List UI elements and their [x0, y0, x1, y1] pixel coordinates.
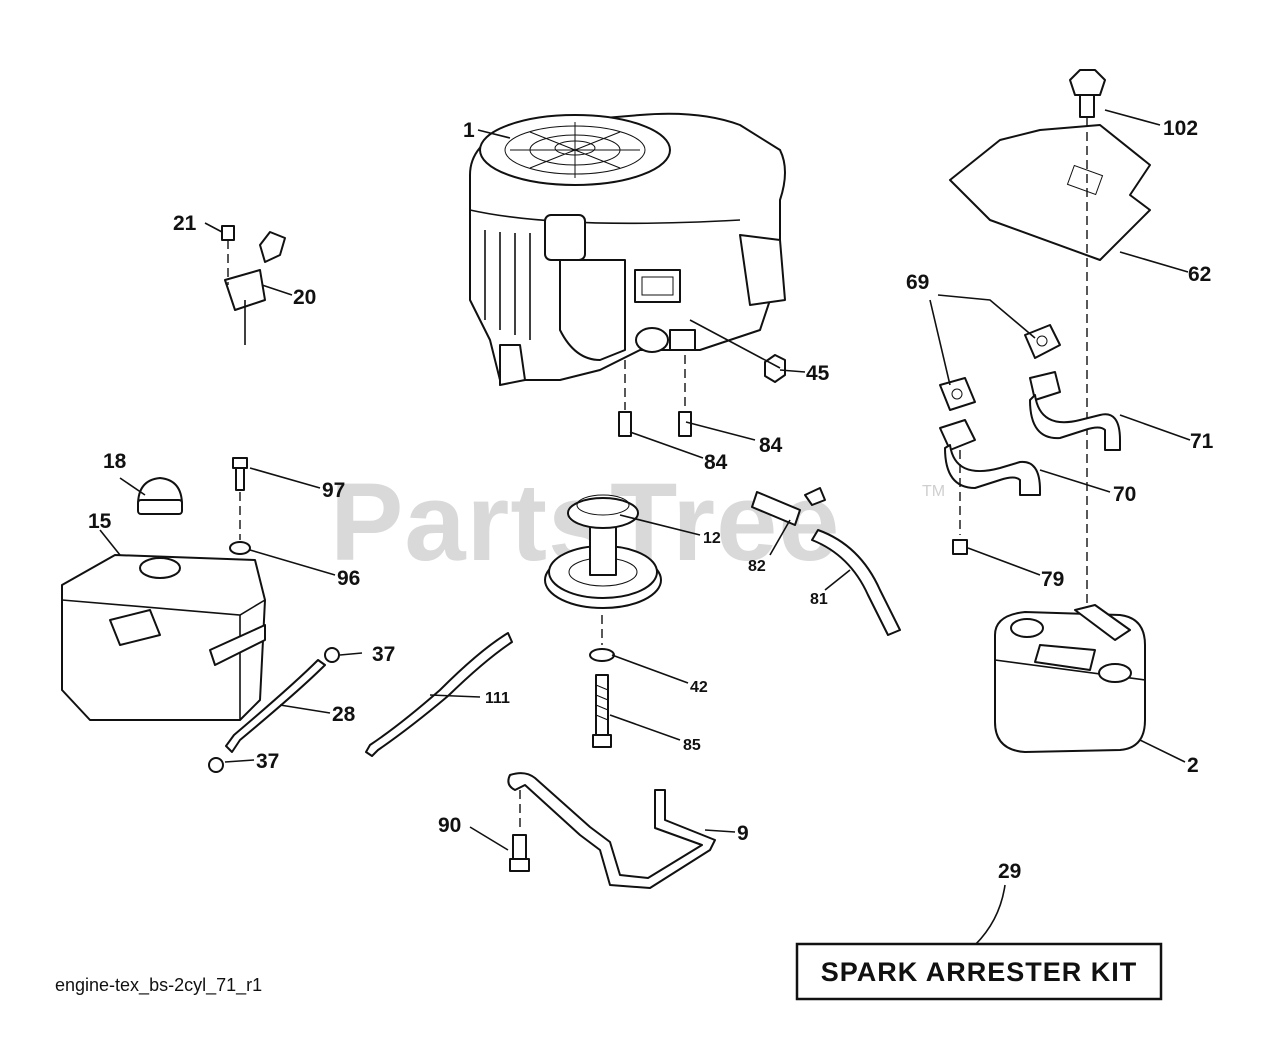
spark-arrester-kit-box [795, 942, 1163, 1001]
pulley-part [544, 494, 662, 609]
engine-part [469, 112, 786, 386]
callout-28: 28 [332, 703, 356, 726]
callout-42: 42 [690, 679, 708, 696]
clamp-lower-part [208, 757, 224, 773]
callout-69: 69 [906, 271, 929, 294]
hose-81-part [811, 529, 901, 636]
callout-1: 1 [463, 119, 475, 142]
fuel-tank-part [61, 554, 266, 721]
callout-2: 2 [1187, 754, 1199, 777]
callout-90: 90 [438, 814, 461, 837]
heat-shield-part [949, 124, 1151, 261]
fuel-line-111-part [365, 632, 513, 757]
callout-9: 9 [737, 822, 749, 845]
exhaust-pipe-70-part [939, 419, 1041, 496]
nut-part [764, 354, 786, 383]
bolt-90-part [509, 834, 530, 872]
clamp-upper-part [324, 647, 340, 663]
callout-20: 20 [293, 286, 316, 309]
screw-97-part [232, 457, 248, 491]
callout-97: 97 [322, 479, 345, 502]
callout-18: 18 [103, 450, 127, 473]
watermark-tm: TM [922, 483, 945, 500]
callout-70: 70 [1113, 483, 1136, 506]
spark-arrester-kit-label: SPARK ARRESTER KIT [821, 957, 1138, 987]
callout-111: 111 [485, 690, 510, 707]
callout-37a: 37 [372, 643, 395, 666]
callout-71: 71 [1190, 430, 1214, 453]
throttle-bracket-part [221, 225, 286, 345]
fitting-part [751, 487, 826, 526]
rod-9-part [507, 772, 716, 889]
callout-21: 21 [173, 212, 197, 235]
callout-79: 79 [1041, 568, 1064, 591]
callout-12: 12 [703, 530, 721, 547]
callout-29: 29 [998, 860, 1021, 883]
bolt-79-part [952, 539, 968, 555]
knob-part [1069, 69, 1106, 118]
callout-96: 96 [337, 567, 360, 590]
exhaust-gaskets-part [939, 324, 1061, 411]
leader-lines [99, 109, 1191, 946]
callout-85: 85 [683, 737, 701, 754]
callout-45: 45 [806, 362, 830, 385]
callout-62: 62 [1188, 263, 1211, 286]
callout-15: 15 [88, 510, 112, 533]
fuel-cap-part [137, 477, 183, 515]
callout-84a: 84 [759, 434, 783, 457]
diagram-code: engine-tex_bs-2cyl_71_r1 [55, 975, 262, 996]
callouts: 1 102 21 20 62 69 45 71 84 84 18 97 70 1… [88, 117, 1214, 883]
callout-82: 82 [748, 558, 766, 575]
callout-102: 102 [1163, 117, 1198, 140]
bolts-part [618, 355, 692, 437]
washer-42-part [589, 648, 615, 662]
callout-84b: 84 [704, 451, 728, 474]
callout-37b: 37 [256, 750, 279, 773]
callout-81: 81 [810, 591, 828, 608]
bolt-85-part [592, 674, 612, 748]
washer-96-part [229, 541, 251, 555]
exhaust-pipe-71-part [1029, 371, 1121, 451]
fuel-line-28-part [225, 659, 326, 753]
muffler-part [994, 604, 1146, 753]
